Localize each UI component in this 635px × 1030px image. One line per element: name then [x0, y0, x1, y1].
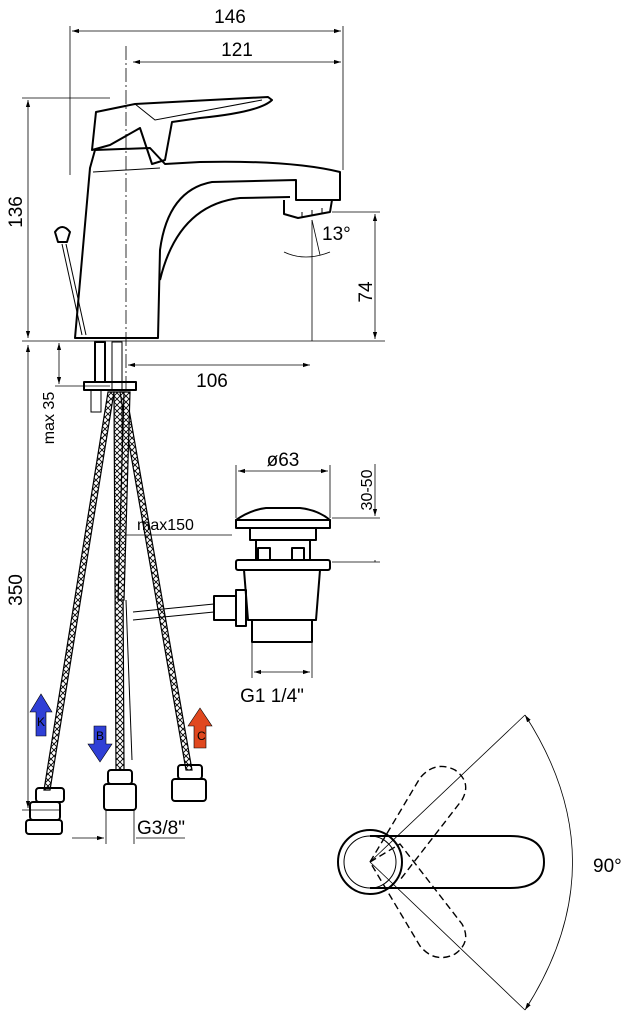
dim-146: 146: [69, 7, 344, 175]
handle-top-view: 90°: [337, 714, 622, 1011]
dim-350: 350: [6, 345, 60, 811]
connector-right: [171, 764, 207, 802]
dim-136: 136: [6, 97, 110, 338]
dim-g38-label: G3/8": [137, 818, 185, 839]
dim-g114: G1 1/4": [240, 642, 313, 707]
arrow-k: K: [29, 693, 53, 737]
arrow-k-letter: K: [37, 715, 45, 729]
dim-max35-label: max 35: [41, 392, 58, 445]
dim-90deg-label: 90°: [593, 856, 622, 877]
dim-phi63-label: ø63: [267, 450, 300, 471]
dim-146-label: 146: [214, 7, 246, 28]
hose-cold: [43, 391, 115, 791]
arrow-c-shape: [187, 707, 213, 749]
arrow-b-shape: [87, 725, 113, 763]
dim-13deg-label: 13°: [322, 224, 351, 245]
dim-30-50-label: 30-50: [359, 469, 376, 510]
dim-13deg: 13°: [283, 219, 351, 341]
dim-30-50: 30-50: [332, 464, 380, 563]
dim-74: 74: [332, 211, 380, 339]
dim-max35: max 35: [41, 343, 110, 444]
dim-350-label: 350: [6, 574, 27, 606]
faucet-body: [54, 96, 341, 339]
dim-121-label: 121: [221, 40, 253, 61]
connector-left: [25, 787, 65, 835]
waste-valve: [213, 507, 331, 643]
mounting-stud: [83, 341, 137, 413]
connector-middle: [103, 769, 137, 811]
dim-106-label: 106: [196, 371, 228, 392]
dim-136-label: 136: [6, 196, 27, 228]
dim-max150: max150: [126, 517, 232, 536]
arrow-c-letter: C: [197, 729, 206, 743]
arrow-b: B: [87, 725, 113, 763]
arrow-k-shape: [29, 693, 53, 737]
dim-g38: G3/8": [72, 810, 185, 844]
dim-g114-label: G1 1/4": [240, 686, 304, 707]
pop-up-rod: [132, 603, 215, 613]
dim-121: 121: [133, 40, 341, 65]
dim-74-label: 74: [356, 281, 377, 303]
dim-max150-label: max150: [137, 517, 194, 534]
hose-cross: [117, 391, 131, 601]
dim-106: 106: [127, 362, 310, 392]
arrow-c: C: [187, 707, 213, 749]
dim-phi63: ø63: [235, 450, 331, 518]
lift-rod: [125, 599, 133, 761]
arrow-b-letter: B: [96, 729, 104, 743]
hose-hot: [119, 391, 193, 771]
